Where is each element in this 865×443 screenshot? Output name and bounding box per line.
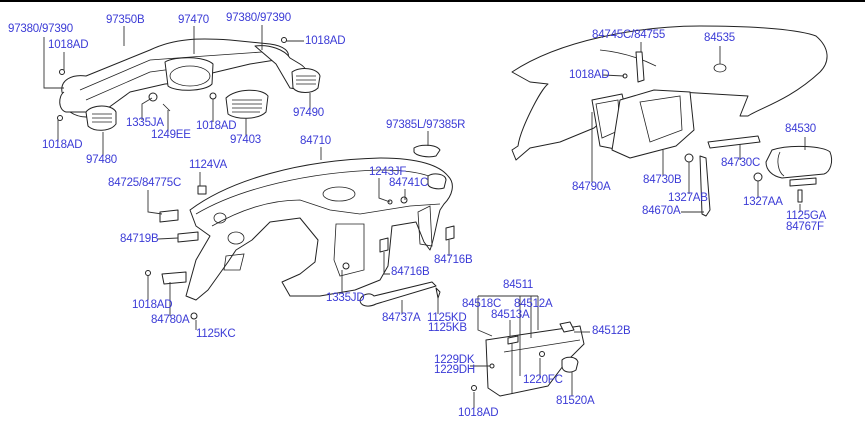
dashboard-panel [145, 131, 455, 330]
top-border-rule [0, 0, 865, 2]
part-label-84670A[interactable]: 84670A [642, 205, 681, 217]
part-label-1018AD-duct-right[interactable]: 1018AD [305, 35, 346, 47]
part-label-97385L-97385R[interactable]: 97385L/97385R [386, 119, 466, 131]
part-label-81520A[interactable]: 81520A [556, 395, 595, 407]
part-label-97490[interactable]: 97490 [293, 107, 324, 119]
part-label-84767F[interactable]: 84767F [786, 221, 824, 233]
trim-84737A [359, 281, 437, 307]
part-label-1335JD[interactable]: 1335JD [326, 292, 365, 304]
part-label-84790A[interactable]: 84790A [572, 181, 611, 193]
dash-upper-outline [511, 25, 833, 217]
part-label-84730B[interactable]: 84730B [643, 174, 682, 186]
part-label-84716B-right[interactable]: 84716B [434, 254, 473, 266]
side-defrost-vent [413, 144, 441, 158]
center-duct-outlet [164, 57, 214, 91]
part-label-84745C-84755[interactable]: 84745C/84755 [592, 29, 666, 41]
part-label-1243JF[interactable]: 1243JF [369, 166, 407, 178]
part-label-97350B[interactable]: 97350B [106, 14, 145, 26]
part-label-84716B-center[interactable]: 84716B [391, 266, 430, 278]
part-label-84741C[interactable]: 84741C [389, 177, 429, 189]
part-label-84513A[interactable]: 84513A [491, 309, 530, 321]
part-label-97403[interactable]: 97403 [230, 134, 261, 146]
part-label-1327AA[interactable]: 1327AA [743, 196, 783, 208]
bracket-84780A [161, 271, 187, 285]
part-label-1327AB[interactable]: 1327AB [668, 192, 708, 204]
part-label-1125GA[interactable]: 1125GA [786, 210, 827, 222]
part-label-1018AD-dash[interactable]: 1018AD [132, 299, 173, 311]
part-label-97480[interactable]: 97480 [86, 154, 117, 166]
part-label-84725-84775C[interactable]: 84725/84775C [108, 177, 182, 189]
part-label-84710[interactable]: 84710 [300, 135, 331, 147]
part-label-1124VA[interactable]: 1124VA [189, 159, 228, 171]
bracket-84725 [159, 209, 179, 223]
part-label-84780A[interactable]: 84780A [151, 314, 190, 326]
part-label-1018AD-left-vent[interactable]: 1018AD [42, 139, 83, 151]
part-label-84511[interactable]: 84511 [503, 279, 534, 291]
part-label-1229DH[interactable]: 1229DH [434, 364, 475, 376]
right-side-vent [291, 68, 321, 93]
part-label-1125KB[interactable]: 1125KB [428, 322, 467, 334]
part-label-1018AD-upper[interactable]: 1018AD [569, 69, 610, 81]
part-label-1249EE[interactable]: 1249EE [151, 129, 191, 141]
glove-box-assembly [470, 295, 590, 408]
part-label-1125KD[interactable]: 1125KD [427, 312, 467, 324]
bracket-84719B [177, 231, 199, 243]
part-label-84719B[interactable]: 84719B [120, 233, 159, 245]
part-label-84512B[interactable]: 84512B [592, 325, 631, 337]
part-label-84512A[interactable]: 84512A [514, 298, 553, 310]
brace-84670A [699, 155, 711, 217]
part-label-1229DK[interactable]: 1229DK [434, 354, 475, 366]
part-label-97380-97390-right[interactable]: 97380/97390 [226, 12, 291, 24]
glovebox-bracket-84512B [559, 321, 575, 333]
bracket-84730B [611, 89, 695, 159]
part-label-1018AD-center-vent[interactable]: 1018AD [196, 120, 237, 132]
part-label-84518C[interactable]: 84518C [462, 298, 502, 310]
part-label-97380-97390-left[interactable]: 97380/97390 [8, 23, 73, 35]
part-label-1335JA[interactable]: 1335JA [126, 117, 164, 129]
part-label-1018AD-glovebox[interactable]: 1018AD [458, 407, 499, 419]
part-label-84535[interactable]: 84535 [704, 32, 735, 44]
part-label-1018AD-duct-left[interactable]: 1018AD [48, 39, 89, 51]
part-label-1220FC[interactable]: 1220FC [523, 374, 563, 386]
part-label-1125KC[interactable]: 1125KC [196, 328, 236, 340]
mount-bracket-84745C [635, 51, 645, 83]
part-label-97470[interactable]: 97470 [178, 14, 209, 26]
part-label-84730C[interactable]: 84730C [721, 157, 761, 169]
airbag-module-84530 [765, 145, 833, 179]
part-label-84737A[interactable]: 84737A [382, 312, 421, 324]
bracket-84730C [707, 135, 761, 149]
glovebox-latch-81520A [561, 356, 579, 373]
air-duct-assembly [43, 25, 321, 156]
part-label-84530[interactable]: 84530 [785, 123, 816, 135]
